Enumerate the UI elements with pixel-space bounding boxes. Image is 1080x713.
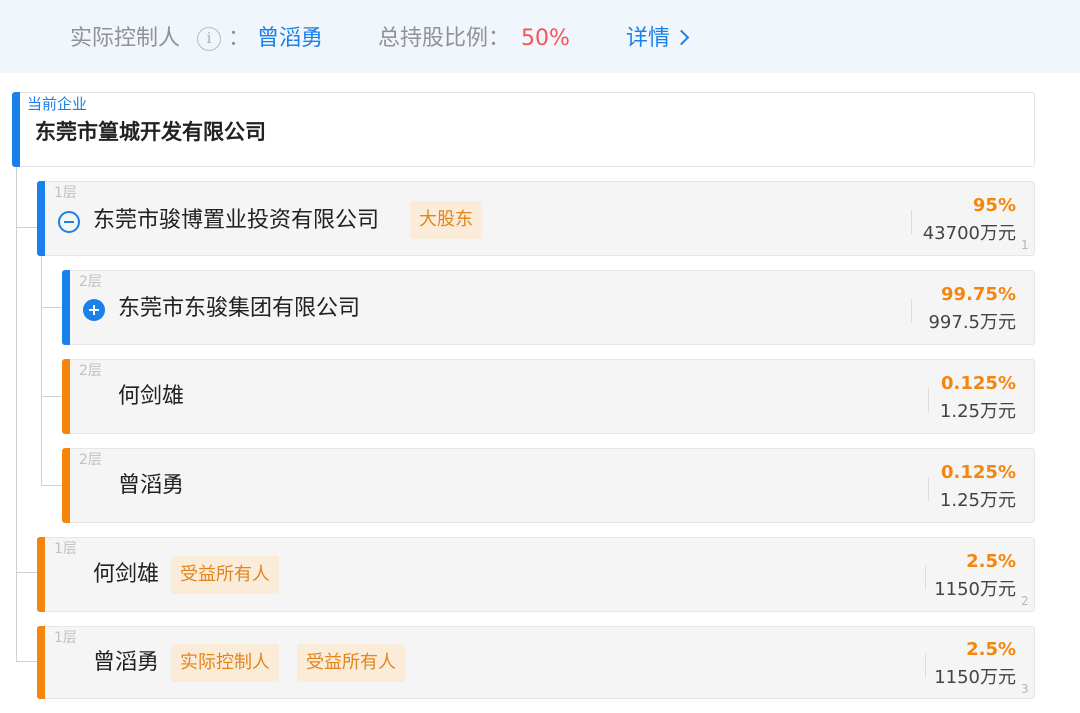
share-amount: 1150万元 (934, 579, 1016, 600)
shareholder-name[interactable]: 何剑雄 (93, 562, 160, 587)
row-index: 2 (1021, 594, 1029, 608)
shareholder-card[interactable]: 1层 曾滔勇 实际控制人 受益所有人 2.5% 1150万元 3 (37, 626, 1035, 699)
expand-icon[interactable] (83, 299, 105, 321)
level-accent-bar (37, 181, 45, 256)
tree-branch (41, 396, 63, 397)
tree-branch (16, 661, 38, 662)
level-label: 2层 (79, 274, 102, 290)
colon: ： (228, 26, 251, 51)
share-label: 总持股比例： (378, 26, 511, 51)
row-index: 1 (1021, 238, 1029, 252)
divider (911, 299, 912, 323)
info-icon[interactable]: i (197, 27, 221, 51)
controller-name-link[interactable]: 曾滔勇 (257, 26, 324, 51)
summary-bar: 实际控制人 i ： 曾滔勇 总持股比例： 50% 详情 (0, 0, 1080, 73)
shareholder-name[interactable]: 东莞市东骏集团有限公司 (118, 296, 361, 321)
shareholder-card[interactable]: 2层 曾滔勇 0.125% 1.25万元 (62, 448, 1035, 523)
tree-branch (16, 227, 38, 228)
shareholder-name[interactable]: 何剑雄 (118, 384, 185, 409)
current-company-label: 当前企业 (27, 95, 88, 113)
level-label: 1层 (54, 630, 77, 646)
divider (928, 388, 929, 412)
level-label: 1层 (54, 185, 77, 201)
share-percent: 2.5% (966, 551, 1016, 572)
current-company-name: 东莞市篁城开发有限公司 (35, 120, 266, 144)
divider (928, 477, 929, 501)
shareholder-card[interactable]: 2层 何剑雄 0.125% 1.25万元 (62, 359, 1035, 434)
share-amount: 1.25万元 (939, 401, 1016, 422)
level-accent-bar (37, 537, 45, 612)
shareholder-card[interactable]: 1层 东莞市骏博置业投资有限公司 大股东 95% 43700万元 1 (37, 181, 1035, 256)
tree-branch (16, 572, 38, 573)
share-amount: 1150万元 (934, 667, 1016, 688)
shareholder-name[interactable]: 曾滔勇 (93, 650, 160, 675)
level-label: 2层 (79, 452, 102, 468)
level-accent-bar (62, 359, 70, 434)
tag-beneficial-owner: 受益所有人 (297, 644, 405, 682)
tree-line-sub (41, 256, 42, 486)
share-percent: 95% (972, 195, 1016, 216)
shareholder-name[interactable]: 曾滔勇 (118, 473, 185, 498)
tree-line-root (16, 167, 17, 661)
share-percent: 99.75% (941, 284, 1016, 305)
level-accent-bar (37, 626, 45, 699)
row-index: 3 (1021, 682, 1029, 696)
share-percent: 2.5% (966, 639, 1016, 660)
level-label: 2层 (79, 363, 102, 379)
root-accent-bar (12, 92, 20, 167)
shareholder-card[interactable]: 1层 何剑雄 受益所有人 2.5% 1150万元 2 (37, 537, 1035, 612)
level-accent-bar (62, 270, 70, 345)
tag-actual-controller: 实际控制人 (171, 644, 279, 682)
collapse-icon[interactable] (58, 211, 80, 233)
tree-branch (41, 485, 63, 486)
divider (911, 210, 912, 234)
level-accent-bar (62, 448, 70, 523)
shareholder-name[interactable]: 东莞市骏博置业投资有限公司 (93, 208, 380, 233)
divider (925, 566, 926, 590)
tag-major-shareholder: 大股东 (410, 201, 482, 239)
share-value: 50% (521, 26, 570, 51)
current-company-card[interactable]: 当前企业 东莞市篁城开发有限公司 (12, 92, 1035, 167)
tag-beneficial-owner: 受益所有人 (171, 556, 279, 594)
tree-branch (41, 307, 63, 308)
share-percent: 0.125% (941, 462, 1016, 483)
share-percent: 0.125% (941, 373, 1016, 394)
details-link[interactable]: 详情 (626, 26, 671, 51)
share-amount: 997.5万元 (928, 312, 1016, 333)
chevron-right-icon[interactable] (673, 29, 690, 46)
shareholder-card[interactable]: 2层 东莞市东骏集团有限公司 99.75% 997.5万元 (62, 270, 1035, 345)
controller-label: 实际控制人 (70, 26, 181, 51)
share-amount: 43700万元 (922, 223, 1016, 244)
share-amount: 1.25万元 (939, 490, 1016, 511)
divider (925, 654, 926, 678)
level-label: 1层 (54, 541, 77, 557)
